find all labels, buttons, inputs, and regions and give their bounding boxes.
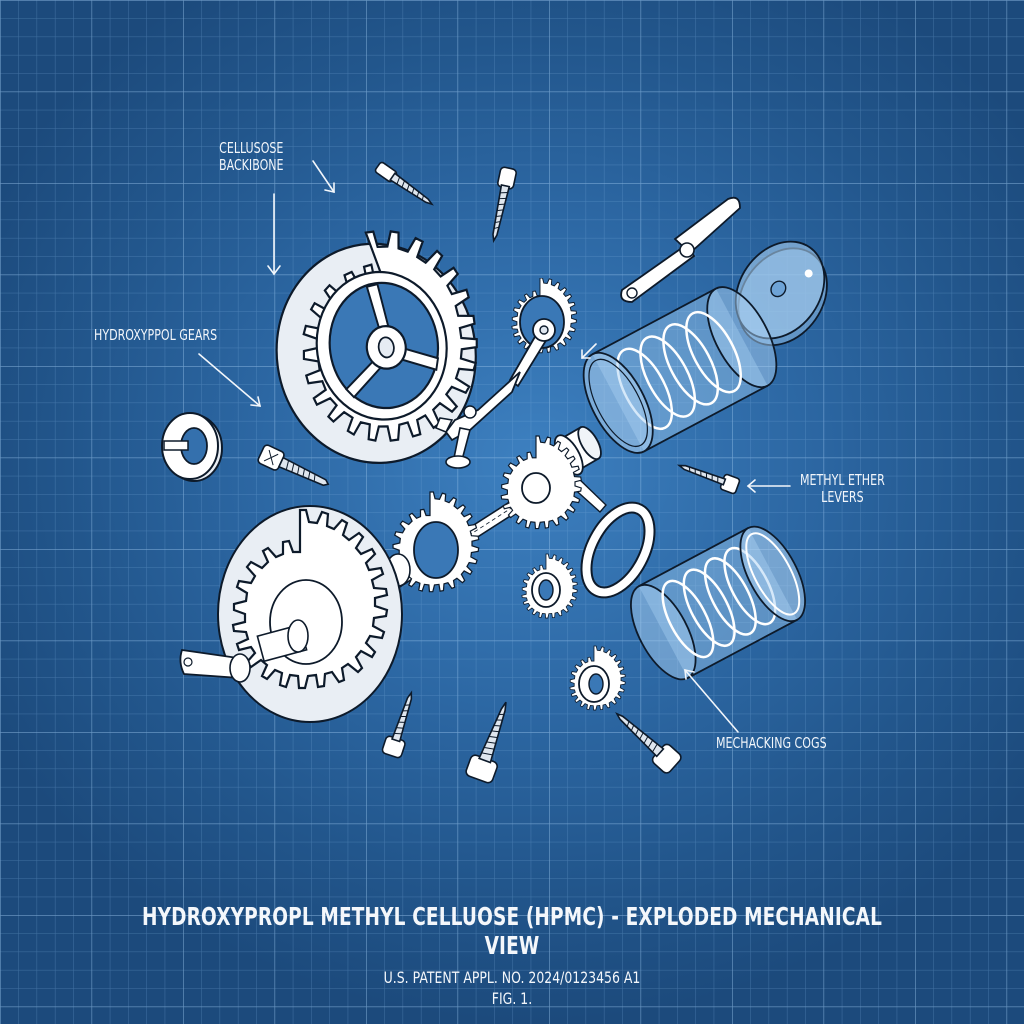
spring-cylinder-upper — [582, 286, 778, 454]
arrow-cellusose-backibone-1 — [312, 160, 335, 193]
callout-line: BACKIBONE — [219, 156, 284, 175]
screw — [492, 166, 517, 244]
callout-line: CELLUSOSE — [219, 139, 284, 157]
figure-number: FIG. 1. — [491, 989, 533, 1008]
screw — [374, 161, 434, 206]
arrow-methyl-ether-levers — [746, 479, 791, 493]
screw — [615, 712, 682, 774]
arrow-small-gear — [581, 343, 597, 359]
small-gear-with-lever — [508, 278, 578, 388]
split-ring-washer — [161, 412, 223, 482]
callout-line: METHYL ETHER — [800, 471, 885, 489]
large-gear-with-crank-shaft — [179, 505, 403, 723]
screws — [257, 161, 741, 784]
callout-line: MECHACKING COGS — [716, 734, 827, 752]
patent-number: U.S. PATENT APPL. NO. 2024/0123456 A1 — [383, 968, 641, 987]
pulley-nut — [553, 426, 602, 476]
screw — [676, 464, 741, 495]
crank-lever — [620, 196, 741, 303]
arrow-cellusose-backibone-2 — [267, 193, 281, 276]
gear-on-axle — [500, 435, 582, 530]
medium-gear — [385, 491, 480, 593]
callout-arrows — [198, 160, 791, 733]
linkage-arm — [435, 371, 521, 469]
callout-hydroxyppol-gears: HYDROXYPPOL GEARS — [94, 326, 218, 344]
figure-title: HYDROXYPROPL METHYL CELLUOSE (HPMC) - EX… — [141, 902, 883, 960]
o-ring — [580, 501, 656, 599]
callout-line: HYDROXYPPOL GEARS — [94, 326, 218, 344]
spring-cylinder-lower — [630, 525, 806, 681]
screw — [381, 690, 413, 759]
callout-cellusose-backibone: CELLUSOSE BACKIBONE — [219, 139, 284, 175]
small-cog-middle — [521, 553, 578, 619]
callout-mechacking-cogs: MECHACKING COGS — [716, 734, 827, 752]
callout-methyl-ether-levers: METHYL ETHER LEVERS — [800, 471, 885, 507]
small-cog-lower — [569, 645, 626, 711]
screw — [465, 701, 507, 784]
title-block: HYDROXYPROPL METHYL CELLUOSE (HPMC) - EX… — [0, 902, 1024, 1008]
arrow-mechacking-cogs — [684, 668, 739, 733]
arrow-hydroxyppol-gears — [198, 353, 262, 407]
large-spoked-gear — [275, 230, 478, 465]
callout-line: LEVERS — [821, 488, 864, 507]
screw — [257, 444, 330, 487]
